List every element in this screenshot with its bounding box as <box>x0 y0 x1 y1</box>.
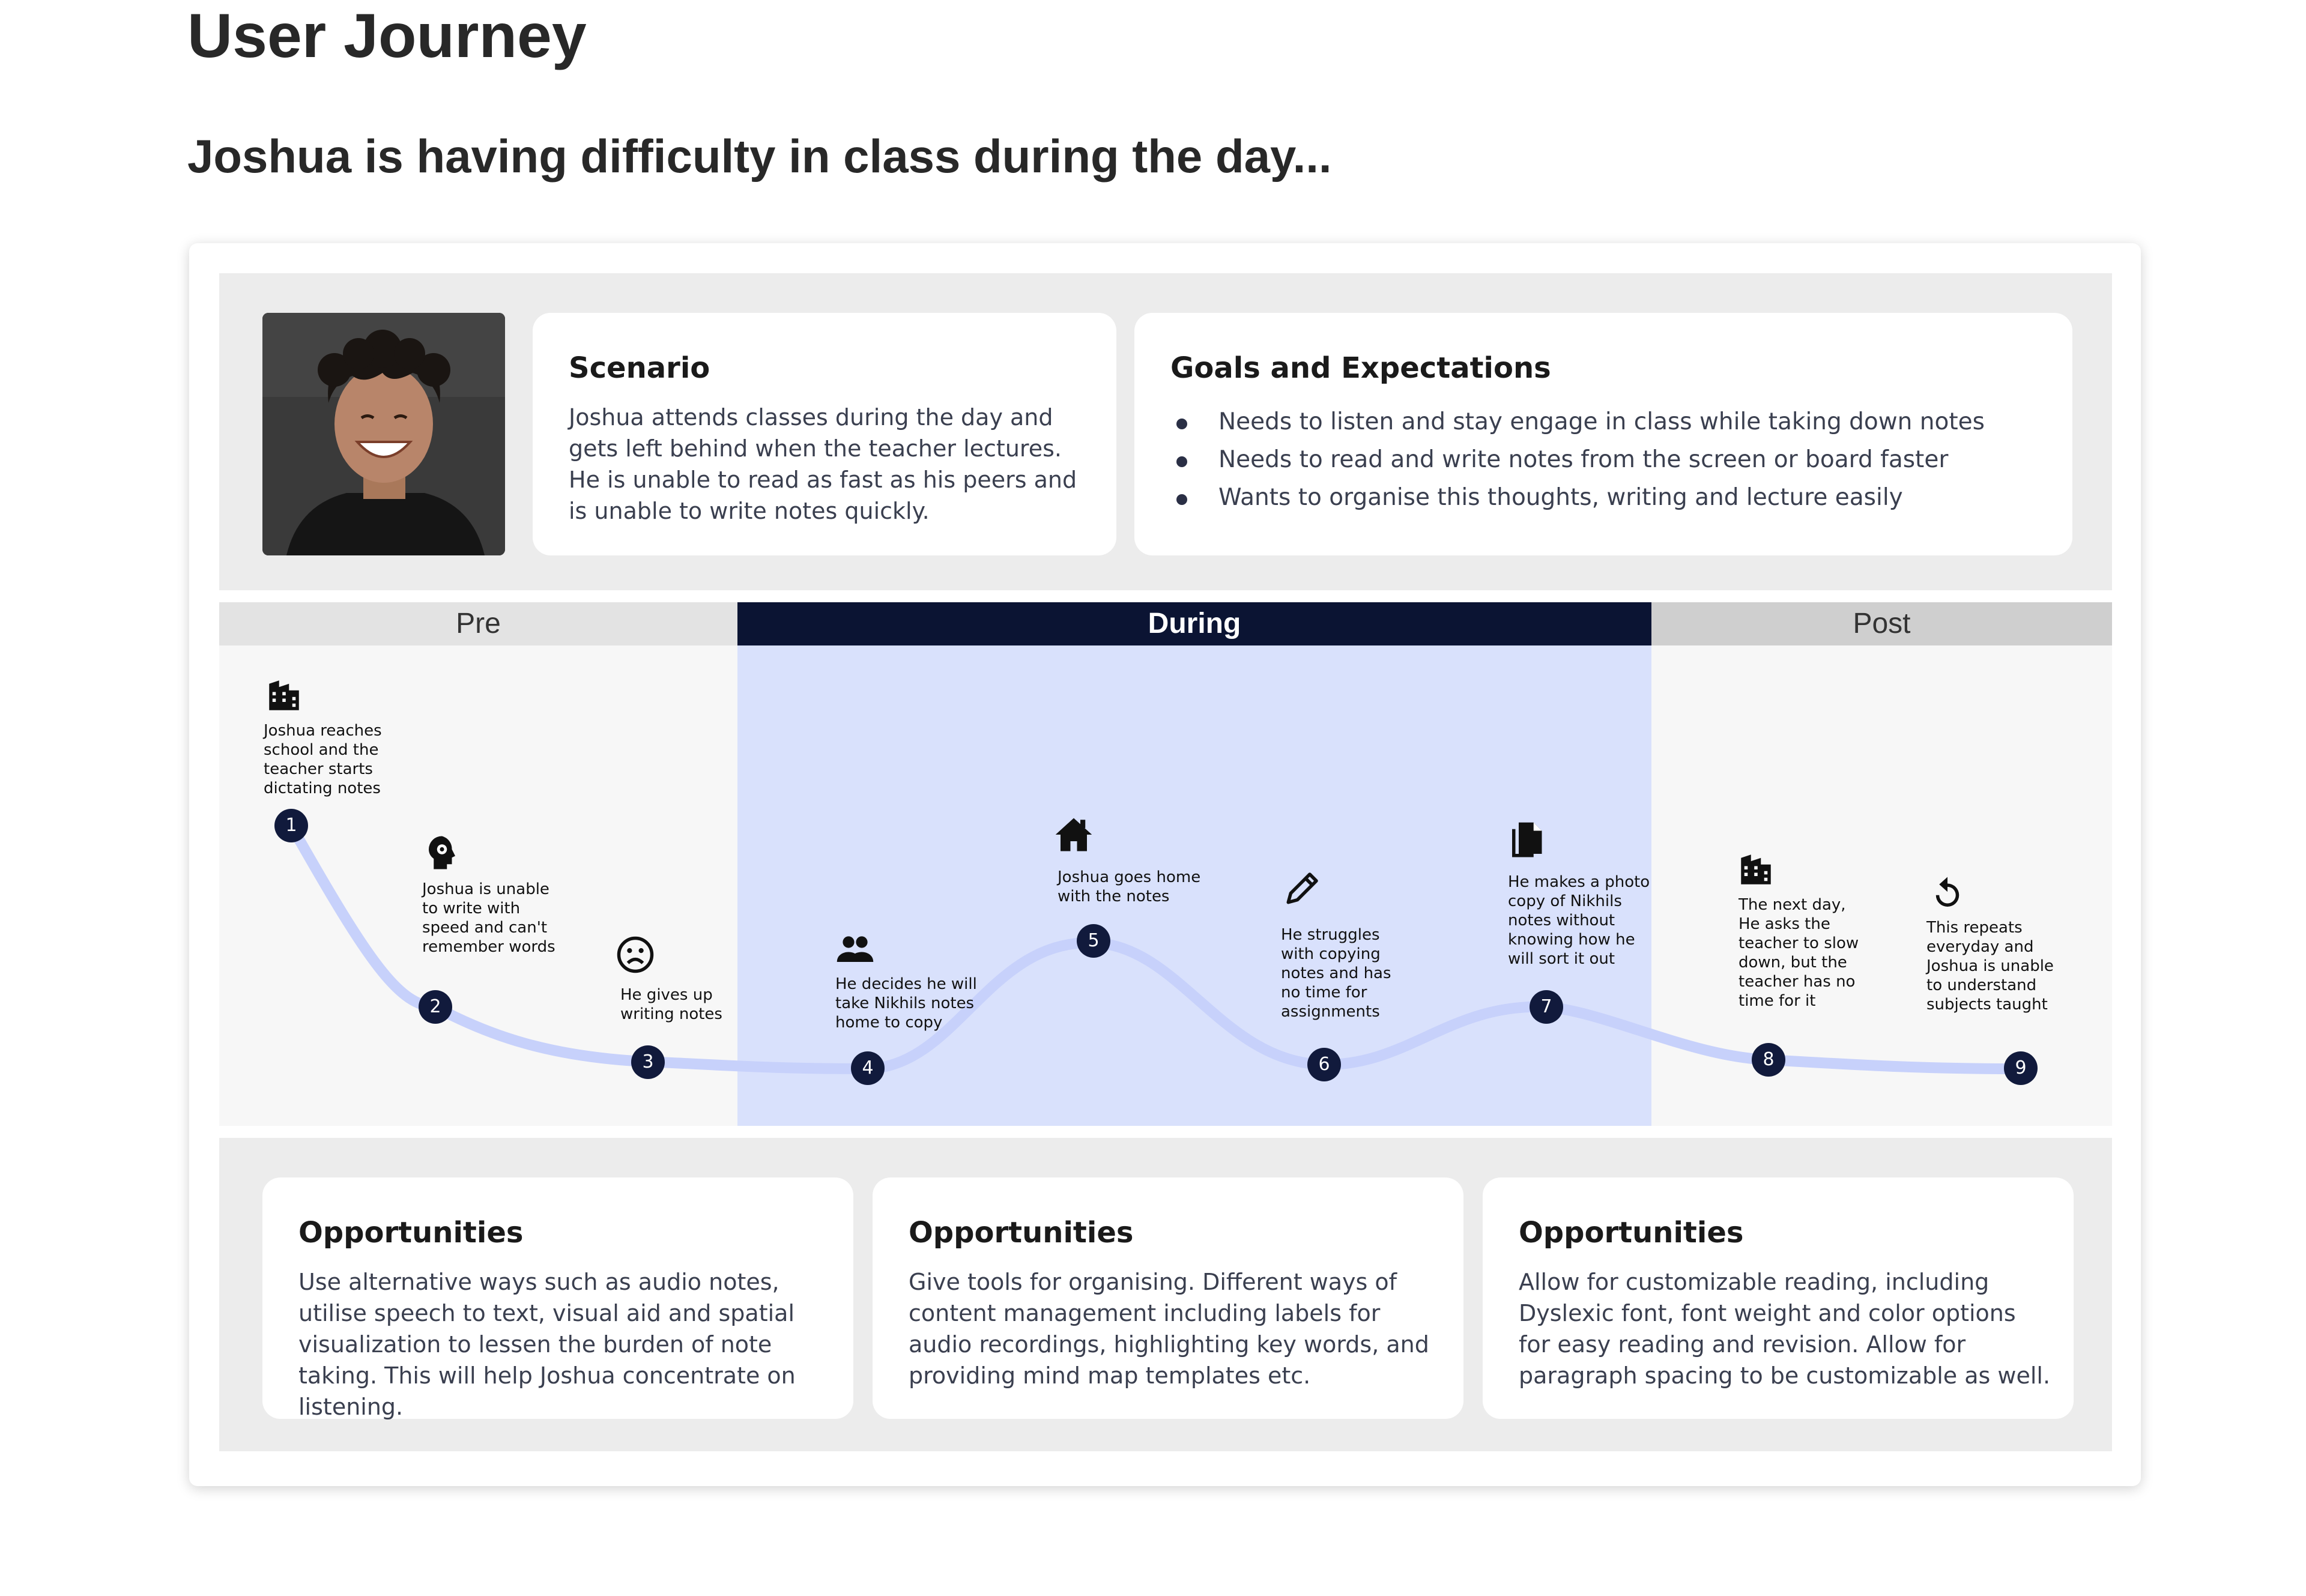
step-text-5: Joshua goes home with the notes <box>1058 868 1201 905</box>
people-icon <box>837 936 874 962</box>
opportunity-text-3: Allow for customizable reading, includin… <box>1519 1269 2051 1389</box>
persona-panel: Scenario Joshua attends classes during t… <box>219 273 2112 590</box>
persona-photo-illustration <box>262 313 505 555</box>
phase-header-pre: Pre <box>219 602 737 645</box>
goal-item: Wants to organise this thoughts, writing… <box>1170 479 2047 516</box>
phase-header-post: Post <box>1651 602 2112 645</box>
opportunities-panel: Opportunities Use alternative ways such … <box>219 1138 2112 1451</box>
step-text-2: Joshua is unable to write with speed and… <box>422 880 555 956</box>
step-text-6: He struggles with copying notes and has … <box>1281 926 1391 1021</box>
during-highlight <box>737 645 1651 1126</box>
persona-photo <box>262 313 505 555</box>
repeat-icon <box>1935 877 1959 907</box>
opportunity-text-2: Give tools for organising. Different way… <box>909 1269 1429 1389</box>
step-node-1: 1 <box>274 809 308 842</box>
opportunity-title-2: Opportunities <box>909 1216 1134 1250</box>
step-text-7: He makes a photo copy of Nikhils notes w… <box>1508 873 1650 968</box>
step-node-7: 7 <box>1530 990 1563 1024</box>
step-node-3: 3 <box>631 1045 665 1079</box>
step-text-8: The next day, He asks the teacher to slo… <box>1739 896 1859 1010</box>
scenario-text: Joshua attends classes during the day an… <box>569 404 1077 524</box>
phase-header-during: During <box>737 602 1651 645</box>
goals-card: Goals and Expectations Needs to listen a… <box>1134 313 2072 555</box>
goal-item: Needs to listen and stay engage in class… <box>1170 403 2047 441</box>
step-node-2: 2 <box>419 990 452 1024</box>
step-text-9: This repeats everyday and Joshua is unab… <box>1926 919 2054 1014</box>
opportunity-card-3: Opportunities Allow for customizable rea… <box>1483 1177 2074 1419</box>
sad-face-icon <box>617 936 654 973</box>
goal-item: Needs to read and write notes from the s… <box>1170 441 2047 479</box>
step-text-4: He decides he will take Nikhils notes ho… <box>835 975 977 1032</box>
opportunity-title-1: Opportunities <box>298 1216 524 1250</box>
scenario-card: Scenario Joshua attends classes during t… <box>533 313 1116 555</box>
step-node-9: 9 <box>2004 1051 2038 1085</box>
home-icon <box>1055 818 1092 851</box>
document-copy-icon <box>1512 822 1542 857</box>
scenario-title: Scenario <box>569 351 710 385</box>
step-node-4: 4 <box>851 1051 885 1085</box>
step-node-8: 8 <box>1752 1043 1785 1077</box>
step-text-3: He gives up writing notes <box>620 986 722 1023</box>
step-node-5: 5 <box>1077 924 1110 958</box>
opportunity-card-2: Opportunities Give tools for organising.… <box>873 1177 1463 1419</box>
opportunity-text-1: Use alternative ways such as audio notes… <box>298 1269 796 1420</box>
opportunity-title-3: Opportunities <box>1519 1216 1744 1250</box>
head-gear-icon <box>429 836 455 869</box>
step-node-6: 6 <box>1307 1048 1341 1081</box>
page-subtitle: Joshua is having difficulty in class dur… <box>187 130 1332 183</box>
goals-list: Needs to listen and stay engage in class… <box>1170 403 2047 516</box>
building-icon <box>1741 854 1771 884</box>
step-text-1: Joshua reaches school and the teacher st… <box>264 722 382 797</box>
opportunity-card-1: Opportunities Use alternative ways such … <box>262 1177 853 1420</box>
pencil-icon <box>1286 872 1318 904</box>
journey-card: Scenario Joshua attends classes during t… <box>189 243 2141 1486</box>
goals-title: Goals and Expectations <box>1170 351 1551 385</box>
page-title: User Journey <box>187 1 587 71</box>
building-icon <box>269 680 299 710</box>
